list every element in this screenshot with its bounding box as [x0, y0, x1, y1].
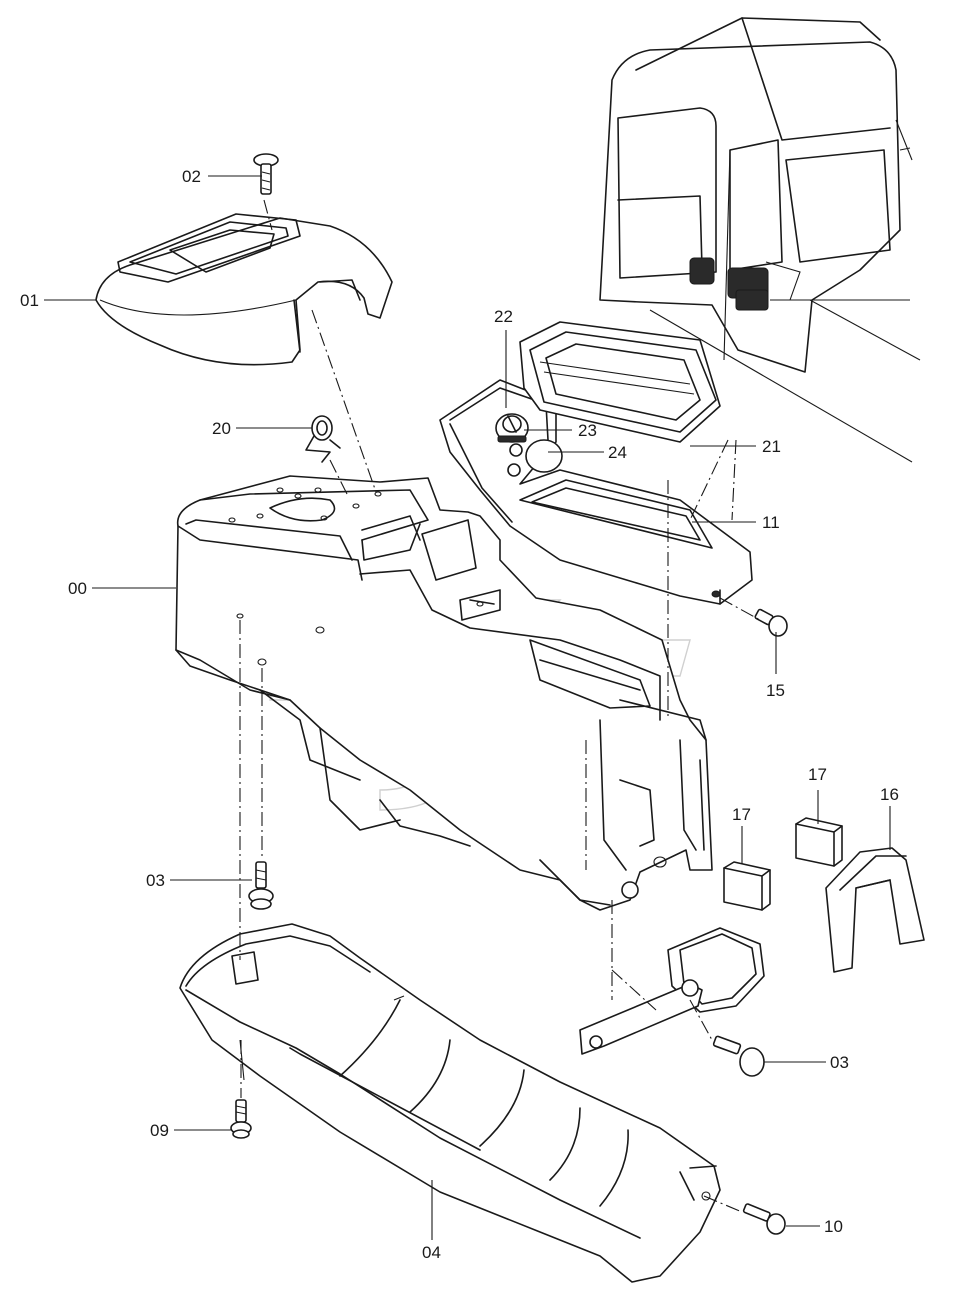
label-00: 00	[68, 579, 87, 598]
label-04: 04	[422, 1243, 441, 1262]
console-body-00	[175, 475, 713, 911]
upper-cover-01	[95, 213, 393, 366]
pad-17-lower	[723, 861, 771, 911]
label-15: 15	[766, 681, 785, 700]
label-17-upper: 17	[808, 765, 827, 784]
label-09: 09	[150, 1121, 169, 1140]
lower-cover-04	[179, 923, 721, 1283]
hinge-assembly	[579, 900, 765, 1055]
label-23: 23	[578, 421, 597, 440]
label-22: 22	[494, 307, 513, 326]
label-21: 21	[762, 437, 781, 456]
bolt-03-left	[248, 861, 274, 910]
label-16: 16	[880, 785, 899, 804]
label-17-lower: 17	[732, 805, 751, 824]
leader-lines	[44, 175, 891, 1240]
label-24: 24	[608, 443, 627, 462]
switch-22	[495, 413, 529, 443]
bracket-16	[825, 847, 925, 973]
label-10: 10	[824, 1217, 843, 1236]
label-02: 02	[182, 167, 201, 186]
alignment-lines	[239, 199, 761, 1213]
switch-23	[507, 443, 523, 477]
label-11: 11	[762, 513, 780, 532]
tray-21	[519, 321, 721, 443]
clip-20	[305, 415, 341, 463]
cap-24	[525, 439, 563, 473]
bolt-03-right	[712, 1035, 765, 1077]
bolt-15	[754, 608, 788, 637]
part-labels: 02 01 20 00 03 09 04 10 03 15 11 21 24 2…	[20, 167, 899, 1262]
label-20: 20	[212, 419, 231, 438]
cab-illustration	[599, 17, 921, 463]
bolt-02	[253, 153, 279, 195]
bolt-09	[230, 1099, 252, 1139]
pad-17-upper	[795, 817, 843, 867]
label-03-left: 03	[146, 871, 165, 890]
label-03-right: 03	[830, 1053, 849, 1072]
bolt-10	[742, 1203, 786, 1235]
label-01: 01	[20, 291, 39, 310]
